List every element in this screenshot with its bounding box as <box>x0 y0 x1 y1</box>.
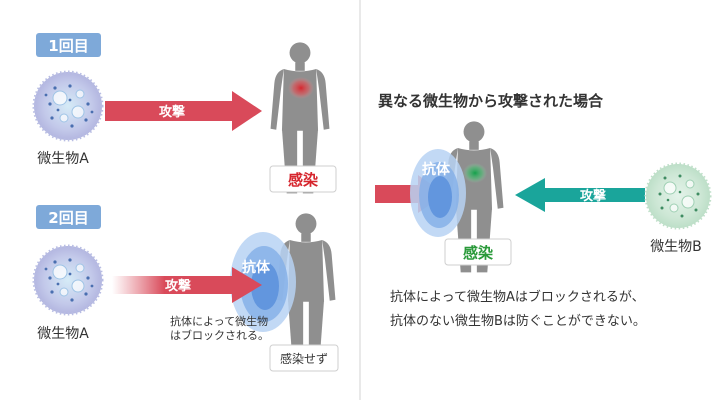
right-summary-line1: 抗体によって微生物Aはブロックされるが、 <box>390 290 645 305</box>
first-attack-label: 攻撃 <box>159 104 185 120</box>
first-attack-arrow <box>105 91 262 131</box>
right-antibody-shield <box>410 149 466 237</box>
second-note-line1: 抗体によって微生物 <box>170 315 269 328</box>
right-title: 異なる微生物から攻撃された場合 <box>378 92 604 110</box>
right-result-box <box>444 238 512 266</box>
second-attack-label: 攻撃 <box>165 278 191 294</box>
microbe-a-icon <box>32 244 104 316</box>
second-badge-label: 2回目 <box>48 209 88 227</box>
right-attack-arrow-b <box>515 178 645 212</box>
second-microbe-label: 微生物A <box>37 326 89 342</box>
different-microbe-section: 異なる微生物から攻撃された場合 抗体 攻撃 微生物B <box>375 92 712 273</box>
right-attack-label: 攻撃 <box>580 188 606 204</box>
second-badge <box>36 205 101 229</box>
right-summary: 抗体によって微生物Aはブロックされるが、 抗体のない微生物Bは防ぐことができない… <box>390 286 646 334</box>
first-result-box <box>269 165 337 193</box>
microbe-a-icon <box>32 70 104 142</box>
first-infection-spot <box>288 77 314 99</box>
first-badge <box>36 33 101 57</box>
first-microbe-label: 微生物A <box>37 151 89 167</box>
second-note: 抗体によって微生物 はブロックされる。 <box>170 315 269 343</box>
right-summary-line2: 抗体のない微生物Bは防ぐことができない。 <box>390 314 646 329</box>
microbe-b-icon <box>644 162 712 230</box>
second-result-box <box>269 344 339 372</box>
right-microbe-label: 微生物B <box>650 239 702 255</box>
second-antibody-label: 抗体 <box>242 259 271 276</box>
right-antibody-label: 抗体 <box>422 161 451 178</box>
first-badge-label: 1回目 <box>48 37 88 55</box>
right-result-label: 感染 <box>463 244 494 262</box>
second-note-line2: はブロックされる。 <box>170 329 269 342</box>
right-infection-spot <box>463 163 487 183</box>
second-attack-arrow <box>112 267 262 303</box>
second-result-label: 感染せず <box>280 351 328 366</box>
second-antibody-shield <box>230 232 296 332</box>
first-attack-section: 1回目 微生物A 攻撃 感染 <box>32 33 337 194</box>
second-attack-section: 2回目 微生物A 抗体 攻撃 感染せず <box>32 205 339 372</box>
first-result-label: 感染 <box>288 171 319 189</box>
